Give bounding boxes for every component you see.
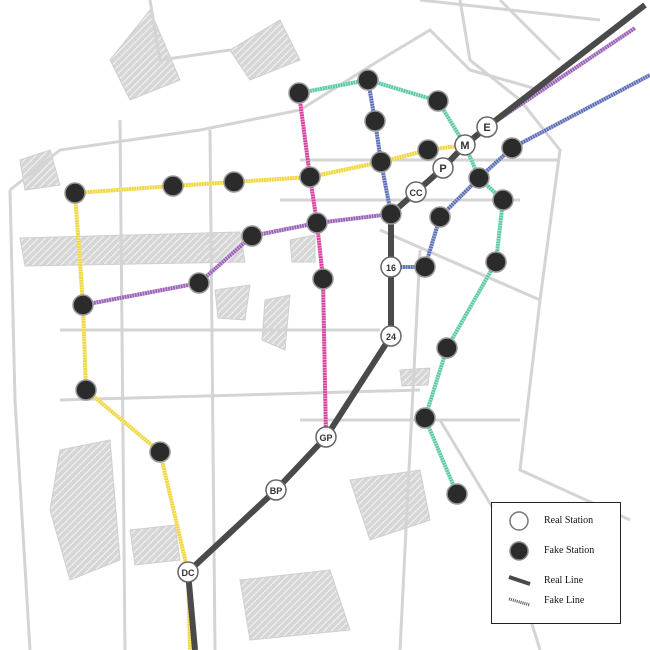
legend-label: Real Line: [544, 575, 584, 586]
fake-station: [485, 251, 507, 273]
park-area: [349, 469, 431, 541]
fake-station: [306, 212, 328, 234]
real-station: CC: [405, 181, 427, 203]
real-station-marker: [177, 561, 199, 583]
legend-label: Real Station: [544, 515, 594, 526]
fake-station: [468, 167, 490, 189]
road: [208, 129, 217, 650]
fake-station: [414, 256, 436, 278]
fake-station: [427, 90, 449, 112]
real-station-marker: [454, 134, 476, 156]
real-station-label: 24: [386, 332, 396, 342]
magenta-line: [297, 92, 328, 438]
legend-label: Fake Station: [544, 545, 595, 556]
fake-station: [162, 175, 184, 197]
fake-station-icon: [509, 541, 529, 561]
real-station-icon: [509, 511, 529, 531]
real-station: BP: [265, 479, 287, 501]
legend-real-line: Real Line: [492, 571, 620, 591]
base-map: [8, 0, 631, 650]
fake-station: [370, 151, 392, 173]
fake-station: [64, 182, 86, 204]
legend-label: Fake Line: [544, 595, 585, 606]
fake-station: [312, 268, 334, 290]
real-station-label: E: [483, 122, 490, 134]
fake-station: [417, 139, 439, 161]
real-station: E: [476, 116, 498, 138]
park-area: [49, 439, 121, 581]
real-station-label: 16: [386, 263, 396, 273]
fake-station: [223, 171, 245, 193]
fake-station: [188, 272, 210, 294]
real-station: P: [432, 157, 454, 179]
fake-station: [446, 483, 468, 505]
fake-station: [436, 337, 458, 359]
fake-station: [429, 206, 451, 228]
legend-fake-station: Fake Station: [492, 541, 620, 561]
fake-station: [241, 225, 263, 247]
park-area: [129, 524, 181, 566]
blue-line-hatch: [366, 73, 650, 269]
fake-station: [501, 137, 523, 159]
blue-line: [366, 73, 650, 269]
park-area: [19, 231, 246, 267]
road: [498, 0, 562, 62]
road: [59, 388, 421, 402]
road: [458, 0, 631, 522]
real-station-label: P: [439, 163, 446, 175]
road: [379, 228, 541, 302]
fake-station: [380, 203, 402, 225]
road: [398, 249, 422, 650]
real-station-marker: [380, 325, 402, 347]
road: [8, 189, 32, 650]
legend: Real Station Fake Station Real Line Fake…: [491, 502, 621, 624]
fake-station: [357, 69, 379, 91]
real-station-label: GP: [319, 433, 332, 443]
real-station: M: [454, 134, 476, 156]
real-station-marker: [405, 181, 427, 203]
fake-station: [414, 407, 436, 429]
park-area: [214, 284, 251, 321]
real-station-marker: [380, 256, 402, 278]
fake-station: [492, 189, 514, 211]
fake-station: [299, 166, 321, 188]
real-station-marker: [476, 116, 498, 138]
real-station-marker: [265, 479, 287, 501]
real-station-label: CC: [410, 188, 423, 198]
real-station: DC: [177, 561, 199, 583]
real-station: 16: [380, 256, 402, 278]
legend-fake-line: Fake Line: [492, 591, 620, 611]
real-station-label: M: [460, 140, 469, 152]
fake-station: [149, 441, 171, 463]
fake-station: [75, 379, 97, 401]
park-area: [261, 294, 291, 351]
legend-real-station: Real Station: [492, 511, 620, 531]
fake-line-icon: [508, 597, 531, 607]
road: [118, 119, 127, 650]
road: [148, 0, 231, 62]
real-station: 24: [380, 325, 402, 347]
real-station-marker: [432, 157, 454, 179]
real-station: GP: [315, 426, 337, 448]
fake-station: [288, 82, 310, 104]
fake-station: [72, 294, 94, 316]
park-area: [229, 19, 301, 81]
real-station-label: BP: [270, 486, 283, 496]
park-area: [109, 9, 181, 101]
fake-station: [364, 110, 386, 132]
real-station-marker: [315, 426, 337, 448]
real-station-label: DC: [182, 568, 195, 578]
park-area: [289, 234, 316, 263]
real-line-icon: [508, 575, 531, 586]
teal-line-hatch: [298, 77, 506, 495]
park-area: [239, 569, 351, 641]
